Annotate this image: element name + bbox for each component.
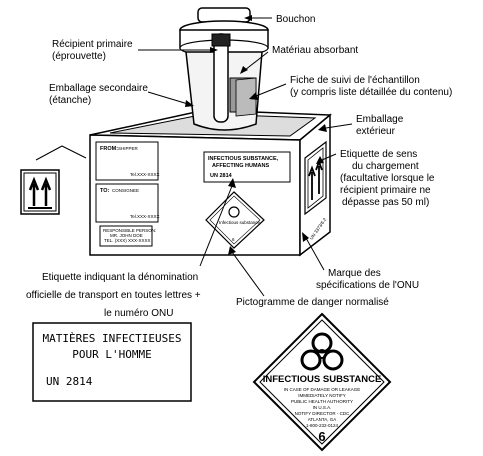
callout-emballage-secondaire: Emballage secondaire	[49, 83, 148, 94]
svg-text:récipient primaire ne: récipient primaire ne	[340, 185, 431, 196]
svg-text:NOTIFY DIRECTOR - CDC: NOTIFY DIRECTOR - CDC	[295, 411, 351, 416]
leader-lines	[35, 15, 353, 297]
svg-text:MR. JOHN DOE: MR. JOHN DOE	[110, 233, 143, 238]
svg-text:(y compris liste détaillée du: (y compris liste détaillée du contenu)	[290, 87, 452, 98]
primary-tube	[213, 33, 229, 123]
callout-pictogramme: Pictogramme de danger normalisé	[236, 297, 389, 308]
biohazard-icon	[300, 332, 344, 371]
up-arrow-icon	[40, 176, 52, 206]
svg-text:MATIÈRES INFECTIEUSES: MATIÈRES INFECTIEUSES	[42, 332, 181, 345]
callout-emballage-exterieur: Emballage	[356, 114, 404, 125]
svg-text:SHIPPER: SHIPPER	[118, 146, 139, 151]
svg-text:6: 6	[318, 429, 325, 444]
svg-text:du chargement: du chargement	[352, 161, 419, 172]
callouts: Bouchon Récipient primaire (éprouvette) …	[26, 14, 452, 319]
svg-text:UN 2814: UN 2814	[210, 173, 233, 179]
svg-text:(étanche): (étanche)	[49, 95, 91, 106]
svg-text:TO:: TO:	[100, 188, 110, 194]
biohazard-icon	[228, 206, 240, 218]
svg-text:IN U.S.A.: IN U.S.A.	[313, 405, 332, 410]
orientation-label	[20, 169, 60, 215]
svg-text:spécifications de l'ONU: spécifications de l'ONU	[316, 280, 419, 291]
specimen-form	[235, 77, 257, 117]
svg-text:IN CASE OF DAMAGE OR LEAKAGE: IN CASE OF DAMAGE OR LEAKAGE	[284, 387, 361, 392]
svg-text:6: 6	[232, 237, 235, 242]
callout-materiau: Matériau absorbant	[272, 45, 358, 56]
consignee-label: TO: CONSIGNEE Tel.XXX-XXXX	[95, 183, 160, 223]
svg-text:INFECTIOUS SUBSTANCE: INFECTIOUS SUBSTANCE	[263, 374, 382, 385]
tube-stopper	[211, 33, 231, 47]
svg-text:Tel.XXX-XXXX: Tel.XXX-XXXX	[130, 172, 160, 177]
svg-text:PUBLIC HEALTH AUTHORITY: PUBLIC HEALTH AUTHORITY	[291, 399, 353, 404]
callout-etiquette-denomination: Etiquette indiquant la dénomination	[42, 272, 198, 283]
box-hazard-label: Infectious substance 6	[205, 191, 265, 249]
responsible-person-label: RESPONSIBLE PERSON: MR. JOHN DOE TEL. (X…	[99, 225, 156, 247]
svg-text:INFECTIOUS SUBSTANCE,: INFECTIOUS SUBSTANCE,	[208, 156, 279, 162]
svg-text:RESPONSIBLE PERSON:: RESPONSIBLE PERSON:	[103, 228, 156, 233]
svg-text:extérieur: extérieur	[356, 126, 396, 137]
svg-text:UN 2814: UN 2814	[46, 375, 93, 388]
svg-text:FROM:: FROM:	[100, 146, 118, 152]
svg-text:Infectious substance: Infectious substance	[219, 220, 261, 225]
svg-text:AFFECTING HUMANS: AFFECTING HUMANS	[212, 163, 269, 169]
french-shipping-label: MATIÈRES INFECTIEUSES POUR L'HOMME UN 28…	[32, 322, 192, 402]
callout-fiche: Fiche de suivi de l'échantillon	[290, 75, 420, 86]
svg-text:Tel.XXX-XXXX: Tel.XXX-XXXX	[130, 214, 160, 219]
svg-text:dépasse pas 50 ml): dépasse pas 50 ml)	[342, 197, 429, 208]
up-arrow-icon	[308, 165, 316, 200]
svg-text:TEL. (XXX) XXX-XXXX: TEL. (XXX) XXX-XXXX	[104, 238, 151, 243]
callout-marque: Marque des	[328, 268, 381, 279]
svg-text:1-800-232-0124: 1-800-232-0124	[306, 423, 339, 428]
svg-text:officielle de transport en tou: officielle de transport en toutes lettre…	[26, 290, 201, 301]
callout-recipient: Récipient primaire	[52, 39, 133, 50]
callout-etiquette-sens: Etiquette de sens	[340, 149, 417, 160]
svg-text:IMMEDIATELY NOTIFY: IMMEDIATELY NOTIFY	[298, 393, 346, 398]
svg-text:CONSIGNEE: CONSIGNEE	[112, 188, 139, 193]
svg-text:le numéro ONU: le numéro ONU	[104, 308, 173, 319]
cap-handle	[197, 7, 251, 23]
infectious-substance-label: INFECTIOUS SUBSTANCE, AFFECTING HUMANS U…	[203, 151, 291, 183]
svg-text:(facultative lorsque le: (facultative lorsque le	[340, 173, 435, 184]
container-assembly	[179, 7, 269, 131]
svg-text:POUR L'HOMME: POUR L'HOMME	[72, 348, 151, 361]
up-arrow-icon	[28, 176, 40, 206]
svg-text:ATLANTA, GA: ATLANTA, GA	[308, 417, 337, 422]
shipper-label: FROM: SHIPPER Tel.XXX-XXXX	[95, 141, 160, 181]
svg-text:(éprouvette): (éprouvette)	[52, 51, 106, 62]
hazard-pictogram: INFECTIOUS SUBSTANCE IN CASE OF DAMAGE O…	[252, 312, 392, 452]
callout-bouchon: Bouchon	[276, 14, 315, 25]
